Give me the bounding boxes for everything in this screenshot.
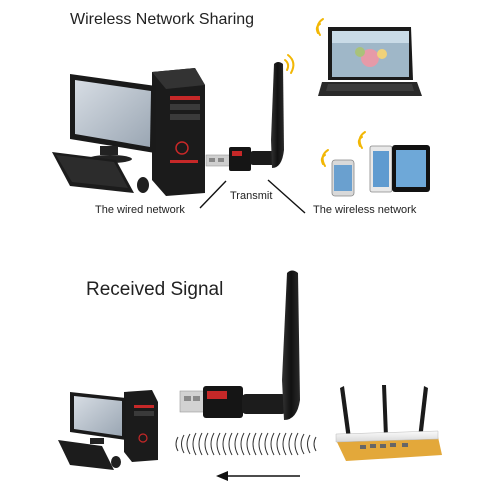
label-wired-network: The wired network — [95, 204, 185, 216]
usb-wifi-adapter-icon — [179, 270, 300, 420]
heading-wireless-network-sharing: Wireless Network Sharing — [70, 11, 255, 28]
connector-lines — [199, 179, 306, 214]
tablet-icon — [369, 145, 393, 193]
desktop-computer-icon — [58, 390, 158, 470]
wifi-signal-icon — [284, 54, 295, 74]
label-wireless-network: The wireless network — [313, 204, 417, 216]
wifi-signal-icon — [315, 18, 324, 36]
desktop-computer-icon — [52, 68, 205, 196]
laptop-icon — [318, 27, 422, 96]
tablet-icon — [392, 145, 430, 192]
heading-received-signal: Received Signal — [86, 279, 224, 300]
signal-waves — [175, 432, 317, 456]
arrow-left-icon — [216, 471, 300, 481]
wifi-signal-icon — [320, 131, 366, 167]
smartphone-icon — [331, 159, 355, 197]
usb-wifi-adapter-icon — [205, 62, 284, 171]
label-transmit: Transmit — [230, 190, 273, 202]
router-icon — [335, 385, 442, 461]
